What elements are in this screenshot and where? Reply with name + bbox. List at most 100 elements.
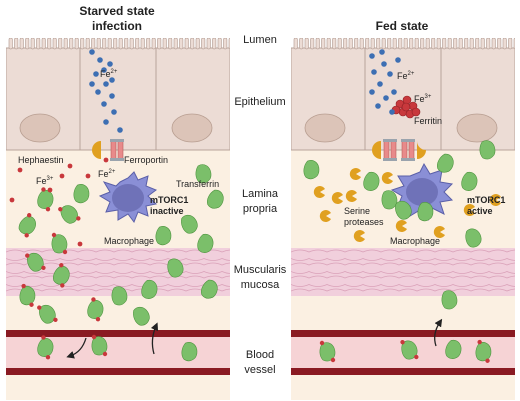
microvillus: [212, 38, 217, 50]
microvillus: [431, 38, 436, 50]
microvillus: [299, 38, 304, 50]
microvillus: [458, 38, 463, 50]
label-lamina-1: Lamina: [242, 188, 279, 200]
serine-protease: [381, 172, 393, 184]
microvillus: [223, 38, 228, 50]
iron-dot: [369, 89, 375, 95]
label-muscularis-1: Muscularis: [234, 264, 287, 276]
ferritin-label: Ferritin: [414, 116, 442, 126]
iron-bound: [58, 207, 63, 212]
transferrin: [395, 200, 412, 220]
iron-dot: [369, 53, 375, 59]
microvillus: [497, 38, 502, 50]
iron-bound: [76, 216, 81, 221]
microvillus: [343, 38, 348, 50]
ferritin-sphere: [401, 102, 411, 112]
mtorc1-left-line2: inactive: [150, 206, 184, 216]
microvillus: [436, 38, 441, 50]
serine-protease: [345, 189, 357, 202]
transferrin: [51, 232, 68, 255]
iron-dot: [103, 81, 109, 87]
transferrin: [319, 340, 336, 363]
microvillus: [365, 38, 370, 50]
mtorc1-right-line2: active: [467, 206, 493, 216]
iron-dot: [111, 109, 117, 115]
mtorc1-right-line1: mTORC1: [467, 195, 505, 205]
microvillus: [74, 38, 79, 50]
iron-dot-red: [77, 241, 83, 247]
microvillus: [58, 38, 63, 50]
transferrin: [195, 164, 212, 184]
microvillus: [508, 38, 513, 50]
serine-protease: [463, 203, 475, 217]
serine-protease: [349, 168, 361, 180]
transferrin: [437, 153, 454, 173]
microvillus: [486, 38, 491, 50]
transferrin: [417, 201, 434, 222]
iron-dot: [95, 89, 101, 95]
serine-protease: [433, 226, 445, 238]
microvillus: [310, 38, 315, 50]
label-epithelium: Epithelium: [234, 96, 285, 108]
microvillus: [8, 38, 13, 50]
microvillus: [387, 38, 392, 50]
iron-bound: [91, 334, 97, 340]
microvillus: [107, 38, 112, 50]
microvillus: [475, 38, 480, 50]
microvillus: [69, 38, 74, 50]
macrophage-right-label: Macrophage: [390, 236, 440, 246]
microvillus: [195, 38, 200, 50]
transferrin: [111, 286, 128, 306]
iron-dot-red: [59, 173, 65, 179]
iron-dot: [375, 103, 381, 109]
microvillus: [469, 38, 474, 50]
left-annotations: Fe2+ Hephaestin Ferroportin Fe3+ Fe2+ Tr…: [18, 69, 219, 246]
transferrin: [303, 159, 320, 180]
microvillus: [80, 38, 85, 50]
microvillus: [85, 38, 90, 50]
microvillus: [337, 38, 342, 50]
region-labels: Lumen Epithelium Lamina propria Muscular…: [234, 34, 287, 376]
microvillus: [409, 38, 414, 50]
iron-dot: [395, 57, 401, 63]
transferrin: [400, 339, 419, 360]
microvillus: [228, 38, 230, 50]
ferroportin-channel: [110, 139, 124, 161]
transferrin: [53, 263, 70, 288]
transferrin: [155, 225, 172, 246]
vessel-arrow-right: [434, 318, 443, 347]
fe2-inner-label-left: Fe2+: [98, 169, 116, 179]
microvillus: [168, 38, 173, 50]
right-title: Fed state: [376, 19, 429, 33]
right-panel: [291, 38, 515, 400]
transferrin: [201, 279, 218, 299]
iron-bound: [51, 232, 57, 238]
microvillus: [146, 38, 151, 50]
microvillus: [91, 38, 96, 50]
muscle-fiber: [291, 275, 515, 279]
serine-protease: [313, 185, 325, 198]
microvillus: [157, 38, 162, 50]
iron-bound: [45, 355, 51, 360]
transferrin: [37, 335, 54, 360]
label-blood-1: Blood: [246, 349, 274, 361]
left-title-line1: Starved state: [79, 4, 155, 18]
iron-dot: [117, 127, 123, 133]
hephaestin-right-1: [372, 141, 381, 159]
iron-dot: [101, 67, 107, 73]
microvillus: [480, 38, 485, 50]
microvillus: [173, 38, 178, 50]
microvillus: [47, 38, 52, 50]
microvillus: [190, 38, 195, 50]
transferrin: [25, 252, 46, 272]
iron-bound: [414, 354, 419, 360]
microvillus: [370, 38, 375, 50]
muscle-fiber: [6, 275, 230, 279]
ferritin-sphere: [402, 95, 412, 105]
microvillus: [359, 38, 364, 50]
fe3-label-right: Fe3+: [414, 94, 432, 104]
transferrin-molecules-right: [303, 140, 496, 363]
iron-dot: [387, 71, 393, 77]
microvillus: [293, 38, 298, 50]
